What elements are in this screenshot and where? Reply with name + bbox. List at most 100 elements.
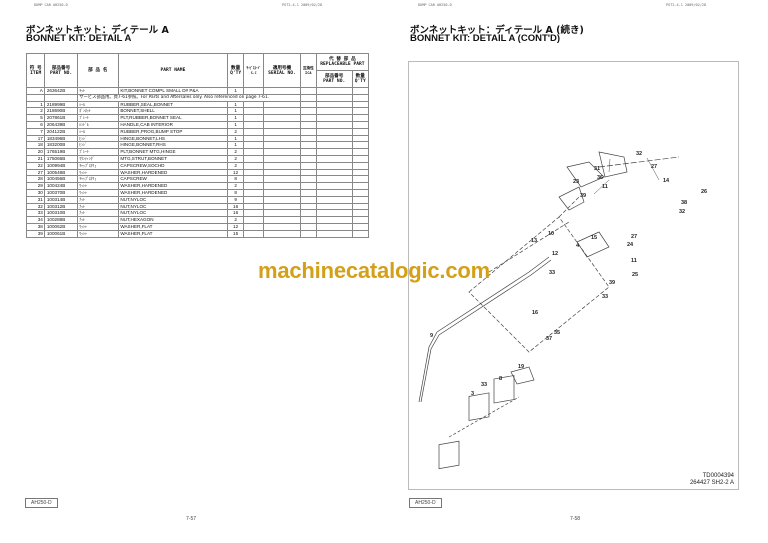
serial-cell <box>263 222 301 231</box>
part-name-cell: HANDLE,CAB INTERIOR <box>117 120 228 129</box>
part-no-cell: 100288B <box>44 216 78 224</box>
item-cell: 7 <box>25 127 46 136</box>
callout-25: 25 <box>632 272 638 278</box>
name-jp-cell: ﾌﾟﾚｰﾄ <box>76 114 119 122</box>
page-title-jp: ボンネットキット：ディテール A (続き) <box>410 25 584 36</box>
item-cell: 34 <box>25 216 46 224</box>
ica-cell <box>299 127 317 136</box>
sc-cell <box>243 182 265 190</box>
name-jp-cell: ﾜｯｼｬ <box>76 168 119 177</box>
model-tag: AH250-D <box>409 498 442 508</box>
name-jp-cell: ﾜｯｼｬ <box>76 229 119 238</box>
part-name-cell: HINGE,BONNET,RHS <box>117 141 228 150</box>
name-jp-cell: ﾜｯｼｬ <box>76 222 119 231</box>
sc-cell <box>243 222 265 231</box>
part-name-cell: WASHER,HARDENED <box>117 168 228 177</box>
repl-part-cell <box>315 182 353 190</box>
figure-id: TD0004394 264427 SH2-2 A <box>689 473 734 486</box>
ica-cell <box>299 120 317 129</box>
name-jp-cell: ﾌﾟﾚｰﾄ <box>76 148 119 156</box>
ica-cell <box>299 100 317 109</box>
part-no-cell: 218690B <box>44 107 78 116</box>
left-page: DUMP CAR AH250-D PGT2-4-1 2009/02/28 ボンネ… <box>25 3 370 522</box>
callout-33c: 33 <box>481 382 487 388</box>
repl-qty-cell <box>351 141 370 150</box>
repl-qty-cell <box>351 107 370 116</box>
ica-cell <box>299 175 317 184</box>
name-jp-cell: ﾅｯﾄ <box>76 195 119 204</box>
repl-qty-cell <box>351 202 370 211</box>
part-no-cell: 100548B <box>44 168 78 177</box>
serial-cell <box>263 154 301 163</box>
exploded-diagram: 32 27 14 31 36 11 23 39 26 38 32 15 4 27… <box>408 61 739 490</box>
callout-11b: 11 <box>631 258 637 264</box>
name-jp-cell: ﾎﾞﾝﾈｯﾄ <box>76 107 119 116</box>
qty-cell: 2 <box>226 216 245 224</box>
qty-cell: 8 <box>226 188 245 197</box>
serial-cell <box>263 195 301 204</box>
sc-cell <box>243 127 265 136</box>
repl-part-cell <box>315 127 353 136</box>
part-name-cell: WASHER,HARDENED <box>117 188 228 197</box>
sc-cell <box>243 100 265 109</box>
part-no-cell: 207861B <box>44 114 78 122</box>
item-cell: 2 <box>25 107 46 116</box>
part-no-cell: 100994B <box>44 161 78 170</box>
page-number: 7-58 <box>570 516 581 522</box>
part-no-cell: 175066B <box>44 154 78 163</box>
ica-cell <box>299 154 317 163</box>
name-jp-cell: ｷｬｯﾌﾟｽｸﾘｭ <box>76 161 119 170</box>
qty-cell: 12 <box>226 168 245 177</box>
ica-cell <box>299 168 317 177</box>
sc-cell <box>243 120 265 129</box>
qty-cell: 2 <box>226 127 245 136</box>
serial-cell <box>263 114 301 122</box>
repl-qty-cell <box>351 216 370 224</box>
callout-9: 9 <box>430 333 433 339</box>
repl-part-cell <box>315 107 353 116</box>
ica-cell <box>299 141 317 150</box>
serial-cell <box>263 161 301 170</box>
name-jp-cell: ﾜｯｼｬ <box>76 188 119 197</box>
repl-qty-cell <box>351 175 370 184</box>
name-jp-cell: ﾜｯｼｬ <box>76 182 119 190</box>
ica-cell <box>299 114 317 122</box>
running-header-right: PGT2-4-1 2009/02/28 <box>666 3 707 7</box>
qty-cell: 12 <box>226 222 245 231</box>
page-title-en: BONNET KIT: DETAIL A <box>26 33 132 44</box>
part-name-cell: WASHER,FLAT <box>117 222 228 231</box>
part-name-cell: HINGE,BONNET,LHS <box>117 134 228 143</box>
qty-cell: 1 <box>226 87 245 95</box>
ica-cell <box>299 216 317 224</box>
item-cell: 33 <box>25 209 46 218</box>
callout-35: 35 <box>554 330 560 336</box>
part-name-cell: KIT,BONNET COMPL SMALL D# P&A <box>117 87 228 95</box>
part-name-cell: MTG,STRUT,BONNET <box>117 154 228 163</box>
part-no-cell: 204122B <box>44 127 78 136</box>
item-cell: 27 <box>25 168 46 177</box>
qty-cell: 15 <box>226 229 245 238</box>
callout-38: 38 <box>681 200 687 206</box>
part-no-cell: 100424B <box>44 182 78 190</box>
serial-cell <box>263 209 301 218</box>
sc-cell <box>243 229 265 238</box>
part-no-cell: 176519B <box>44 148 78 156</box>
part-name-cell: RUBBER,PROG,BUMP STOP <box>117 127 228 136</box>
callout-26: 26 <box>701 189 707 195</box>
repl-qty-cell <box>351 222 370 231</box>
name-jp-cell: ﾅｯﾄ <box>76 202 119 211</box>
part-no-cell: 100314B <box>44 195 78 204</box>
repl-qty-cell <box>351 182 370 190</box>
repl-part-cell <box>315 141 353 150</box>
